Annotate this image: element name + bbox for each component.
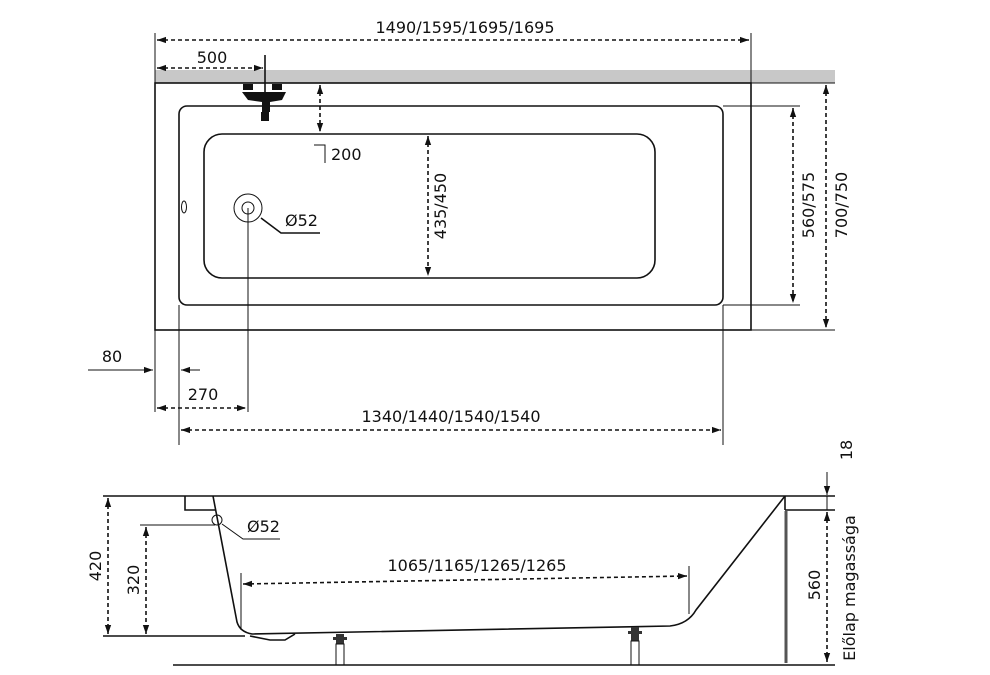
drain-offset-label: 270 xyxy=(188,385,219,404)
drain-diameter-label: Ø52 xyxy=(285,211,318,230)
wall-band xyxy=(155,70,835,83)
basin-outline xyxy=(203,133,656,279)
overall-length-label: 1490/1595/1695/1695 xyxy=(375,18,554,37)
bottom-length-label: 1065/1165/1265/1265 xyxy=(387,556,566,575)
foot-icon xyxy=(628,627,642,666)
tap-depth-label: 200 xyxy=(331,145,362,164)
panel-height-label: 560 xyxy=(805,570,824,601)
overflow-height-label: 320 xyxy=(124,565,143,596)
basin-width-label: 435/450 xyxy=(431,173,450,239)
overflow-icon xyxy=(211,514,223,526)
overflow-diameter-label: Ø52 xyxy=(247,517,280,536)
tap-offset-label: 500 xyxy=(197,48,228,67)
panel-height-caption: Előlap magassága xyxy=(840,515,859,661)
tub-outline xyxy=(154,82,752,331)
inner-width-label: 560/575 xyxy=(799,172,818,238)
foot-icon xyxy=(333,634,347,666)
total-height-label: 420 xyxy=(86,551,105,582)
tub-profile xyxy=(212,495,786,635)
overflow-slot xyxy=(181,200,187,214)
side-view: 420 320 Ø52 1065/1165/1265/1265 18 560 E… xyxy=(86,440,859,666)
overall-width-label: 700/750 xyxy=(832,172,851,238)
tap-icon xyxy=(242,55,286,121)
rim-thickness-label: 18 xyxy=(837,440,856,460)
inner-length-label: 1340/1440/1540/1540 xyxy=(361,407,540,426)
top-view: 1490/1595/1695/1695 500 200 Ø52 435/450 … xyxy=(88,18,851,445)
rim-outline xyxy=(178,105,724,306)
rim-offset-label: 80 xyxy=(102,347,122,366)
